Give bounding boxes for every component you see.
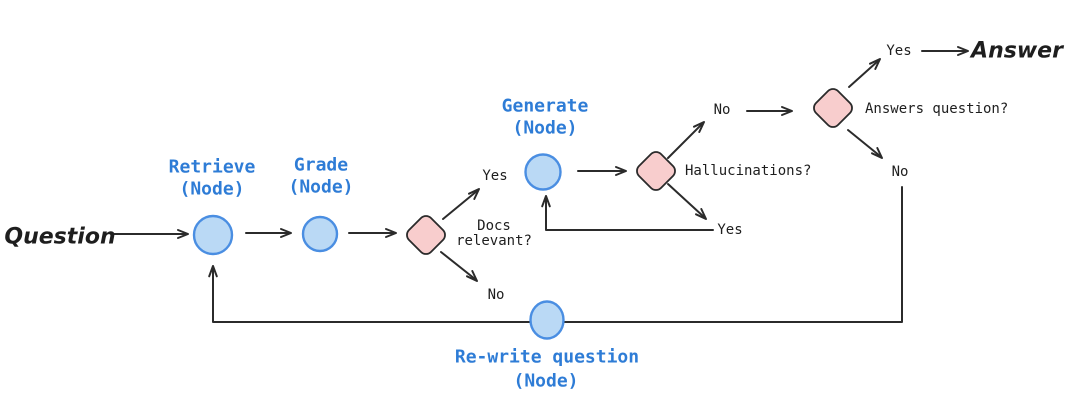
docs-relevant-label-line2: relevant? [456, 233, 532, 249]
edge-answers-yes [848, 60, 879, 88]
grade-node-circle [301, 215, 339, 253]
arrowhead-yes-return-generate [541, 195, 551, 208]
hallucinations-yes-label: Yes [717, 222, 742, 238]
arrowhead-docs-yes [468, 188, 480, 200]
answers-question-decision-diamond [813, 88, 853, 128]
edge-answers-no [847, 129, 881, 157]
answers-yes-label: Yes [886, 43, 911, 59]
arrowhead-hallucinations-yes [695, 208, 707, 220]
arrowhead-question-retrieve [177, 229, 189, 239]
retrieve-node-label: Retrieve [169, 157, 256, 178]
generate-node-circle [524, 153, 562, 191]
arrowhead-docs-no [466, 270, 478, 282]
arrowhead-generate-hallucinations [615, 166, 627, 176]
docs-relevant-label-line1: Docs [477, 218, 511, 234]
docs-no-label: No [488, 287, 505, 303]
generate-node-sublabel: (Node) [512, 118, 577, 139]
arrowhead-no-answers [781, 106, 793, 116]
hallucinations-decision-diamond [636, 151, 676, 191]
docs-yes-label: Yes [482, 168, 507, 184]
arrowhead-grade-docs [385, 228, 397, 238]
edge-hallucinations-no [667, 123, 703, 159]
arrowhead-answers-no [871, 147, 883, 159]
answers-no-label: No [892, 164, 909, 180]
edge-hallucinations-yes [667, 183, 705, 218]
hallucinations-label: Hallucinations? [685, 163, 811, 179]
edge-no-return-rewrite-retrieve [212, 186, 903, 323]
hallucinations-no-label: No [714, 102, 731, 118]
retrieve-node-sublabel: (Node) [179, 179, 244, 200]
edge-docs-no [440, 251, 476, 280]
edge-docs-yes [442, 190, 478, 220]
question-label: Question [4, 225, 115, 250]
generate-node-label: Generate [502, 96, 589, 117]
grade-node-label: Grade [294, 155, 348, 176]
grade-node-sublabel: (Node) [288, 177, 353, 198]
arrowhead-yes-answer [957, 46, 969, 56]
arrowhead-return-retrieve [208, 265, 218, 278]
answers-question-label: Answers question? [865, 101, 1008, 117]
retrieve-node-circle [192, 214, 234, 256]
edge-yes-return-generate [545, 197, 714, 231]
arrowhead-answers-yes [869, 58, 881, 70]
answer-label: Answer [969, 39, 1064, 64]
arrowhead-retrieve-grade [280, 228, 292, 238]
rewrite-node-label: Re-write question [455, 347, 639, 368]
rewrite-node-circle [529, 300, 565, 340]
arrowhead-hallucinations-no [693, 121, 705, 133]
rewrite-node-sublabel: (Node) [513, 371, 578, 392]
docs-relevant-decision-diamond [406, 215, 446, 255]
